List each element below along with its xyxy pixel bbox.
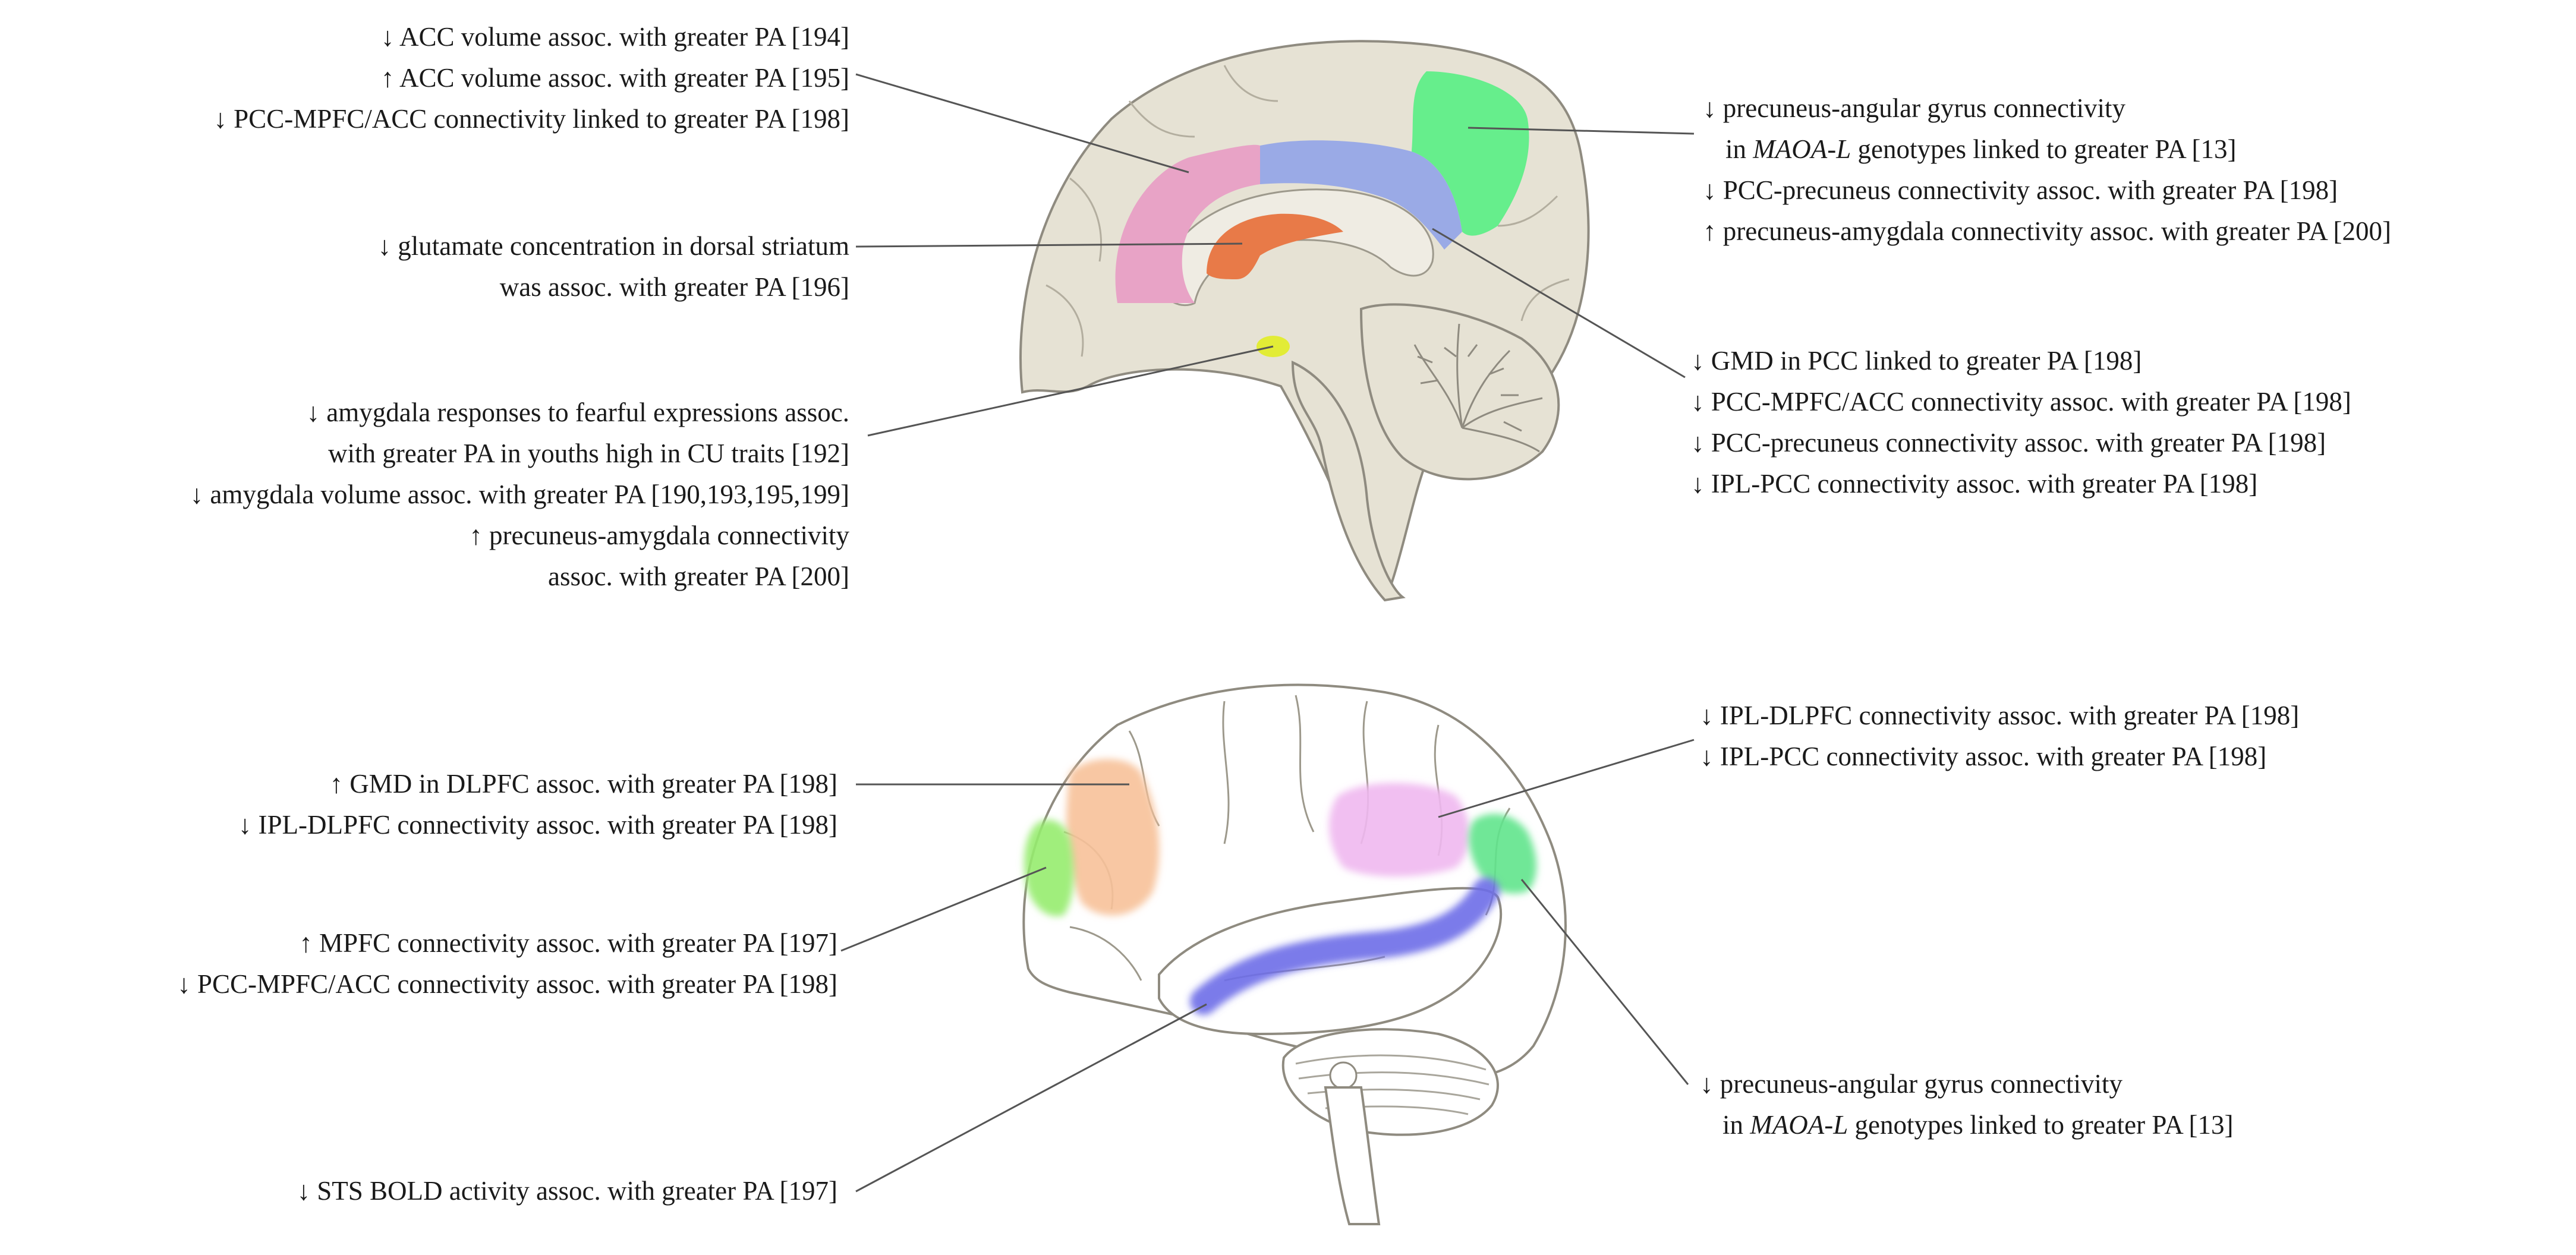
striatum-region — [1207, 213, 1343, 279]
leader-mpfc — [840, 866, 1047, 952]
leader-precuneus — [1467, 127, 1695, 135]
pcc-annotation: ↓ GMD in PCC linked to greater PA [198] … — [1691, 340, 2351, 504]
amygdala-annotation: ↓ amygdala responses to fearful expressi… — [190, 392, 849, 597]
angular-gyrus-region — [1469, 813, 1536, 894]
dlpfc-annotation: ↑ GMD in DLPFC assoc. with greater PA [1… — [238, 764, 837, 846]
mpfc-line-2: ↓ PCC-MPFC/ACC connectivity assoc. with … — [177, 969, 837, 999]
amygdala-line-4: ↑ precuneus-amygdala connectivity — [469, 521, 849, 550]
lateral-brainstem — [1324, 1086, 1381, 1225]
lateral-brain-view — [1022, 683, 1567, 1225]
pcc-line-4: ↓ IPL-PCC connectivity assoc. with great… — [1691, 469, 2258, 499]
medial-brain-view — [1019, 40, 1590, 602]
cerebellum-arbor-vitae — [1413, 323, 1543, 453]
pcc-line-1: ↓ GMD in PCC linked to greater PA [198] — [1691, 346, 2142, 376]
acc-line-2: ↑ ACC volume assoc. with greater PA [195… — [380, 63, 849, 93]
pcc-line-2: ↓ PCC-MPFC/ACC connectivity assoc. with … — [1691, 387, 2351, 417]
lateral-cerebellum — [1281, 1028, 1499, 1136]
acc-region — [1115, 144, 1260, 304]
acc-line-3: ↓ PCC-MPFC/ACC connectivity linked to gr… — [213, 104, 849, 134]
striatum-line-2: was assoc. with greater PA [196] — [499, 272, 849, 302]
leader-acc — [855, 73, 1189, 174]
precuneus-annotation: ↓ precuneus-angular gyrus connectivity i… — [1703, 88, 2391, 252]
amygdala-line-5: assoc. with greater PA [200] — [548, 562, 849, 591]
medial-gyri — [1045, 65, 1570, 357]
medial-brainstem — [1291, 360, 1406, 602]
precuneus-line-1: ↓ precuneus-angular gyrus connectivity — [1703, 93, 2126, 123]
maoa-l-genotype: MAOA-L — [1753, 134, 1851, 164]
leader-pcc — [1432, 228, 1686, 379]
amygdala-line-3: ↓ amygdala volume assoc. with greater PA… — [190, 480, 849, 509]
pcc-line-3: ↓ PCC-precuneus connectivity assoc. with… — [1691, 428, 2326, 458]
striatum-annotation: ↓ glutamate concentration in dorsal stri… — [377, 226, 849, 308]
leader-angular — [1520, 879, 1689, 1085]
precuneus-line-4: ↑ precuneus-amygdala connectivity assoc.… — [1703, 216, 2392, 246]
amygdala-line-1: ↓ amygdala responses to fearful expressi… — [306, 398, 850, 427]
striatum-line-1: ↓ glutamate concentration in dorsal stri… — [377, 231, 849, 261]
leader-ipl — [1438, 739, 1695, 818]
dlpfc-line-1: ↑ GMD in DLPFC assoc. with greater PA [1… — [329, 769, 837, 799]
leader-sts — [855, 1003, 1207, 1193]
leader-striatum — [855, 242, 1243, 248]
precuneus-line-2-prefix: in — [1725, 134, 1753, 164]
ipl-region — [1329, 783, 1470, 876]
angular-line-2-suffix: genotypes linked to greater PA [13] — [1848, 1110, 2234, 1140]
acc-line-1: ↓ ACC volume assoc. with greater PA [194… — [380, 22, 849, 52]
dlpfc-line-2: ↓ IPL-DLPFC connectivity assoc. with gre… — [238, 810, 837, 840]
mpfc-annotation: ↑ MPFC connectivity assoc. with greater … — [177, 923, 837, 1005]
ipl-annotation: ↓ IPL-DLPFC connectivity assoc. with gre… — [1700, 695, 2299, 777]
medial-cerebellum — [1359, 303, 1560, 481]
precuneus-line-2: in MAOA-L genotypes linked to greater PA… — [1703, 129, 2391, 170]
ipl-line-1: ↓ IPL-DLPFC connectivity assoc. with gre… — [1700, 701, 2300, 730]
angular-line-2-prefix: in — [1722, 1110, 1750, 1140]
pcc-region — [1260, 140, 1462, 250]
precuneus-region — [1412, 71, 1529, 236]
ipl-line-2: ↓ IPL-PCC connectivity assoc. with great… — [1700, 742, 2267, 771]
maoa-l-genotype-lateral: MAOA-L — [1750, 1110, 1848, 1140]
dlpfc-region — [1066, 759, 1160, 916]
angular-annotation: ↓ precuneus-angular gyrus connectivity i… — [1700, 1064, 2233, 1146]
mpfc-region — [1024, 819, 1074, 916]
lateral-pons — [1329, 1061, 1358, 1090]
angular-line-1: ↓ precuneus-angular gyrus connectivity — [1700, 1069, 2123, 1099]
precuneus-line-2-suffix: genotypes linked to greater PA [13] — [1851, 134, 2237, 164]
precuneus-line-3: ↓ PCC-precuneus connectivity assoc. with… — [1703, 175, 2338, 205]
sts-line-1: ↓ STS BOLD activity assoc. with greater … — [297, 1176, 838, 1206]
acc-annotation: ↓ ACC volume assoc. with greater PA [194… — [213, 17, 849, 140]
angular-line-2: in MAOA-L genotypes linked to greater PA… — [1700, 1105, 2233, 1146]
leader-amygdala — [867, 345, 1274, 437]
sts-region — [1190, 878, 1500, 1015]
leader-lines — [840, 73, 1695, 1193]
sts-annotation: ↓ STS BOLD activity assoc. with greater … — [297, 1171, 838, 1212]
amygdala-line-2: with greater PA in youths high in CU tra… — [327, 439, 849, 468]
mpfc-line-1: ↑ MPFC connectivity assoc. with greater … — [299, 928, 837, 958]
corpus-callosum — [1158, 188, 1434, 307]
